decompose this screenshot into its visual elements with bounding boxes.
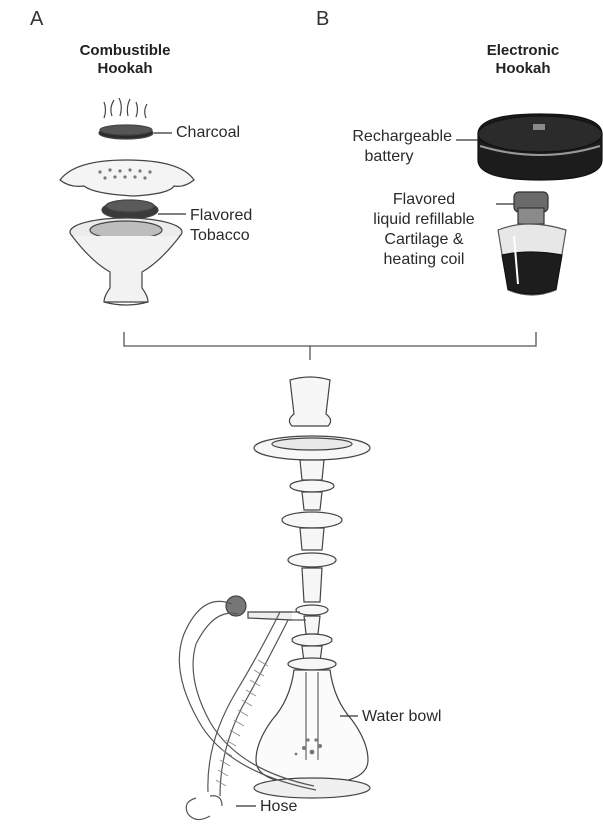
bowl-icon (70, 218, 182, 305)
label-flavored-tobacco: Flavored Tobacco (190, 206, 252, 246)
label-rechargeable-battery-line1: Rechargeable (326, 127, 452, 147)
label-flavored-tobacco-line2: Tobacco (190, 226, 252, 246)
label-flavored-liquid-line4: heating coil (354, 250, 494, 270)
label-flavored-liquid-line2: liquid refillable (354, 210, 494, 230)
label-flavored-liquid-line3: Cartilage & (354, 230, 494, 250)
tobacco-icon (102, 200, 158, 219)
label-hose: Hose (260, 797, 297, 817)
label-flavored-liquid: Flavored liquid refillable Cartilage & h… (354, 190, 494, 270)
water-bowl-icon (254, 670, 370, 798)
label-flavored-liquid-line1: Flavored (354, 190, 494, 210)
cartridge-icon (498, 192, 566, 295)
battery-icon (478, 114, 602, 180)
label-charcoal: Charcoal (176, 123, 240, 143)
charcoal-icon (99, 98, 153, 139)
foil-icon (60, 160, 194, 196)
label-rechargeable-battery-line2: battery (326, 147, 452, 167)
label-water-bowl: Water bowl (362, 707, 441, 727)
hookah-icon (226, 377, 370, 670)
label-flavored-tobacco-line1: Flavored (190, 206, 252, 226)
label-rechargeable-battery: Rechargeable battery (326, 127, 452, 167)
